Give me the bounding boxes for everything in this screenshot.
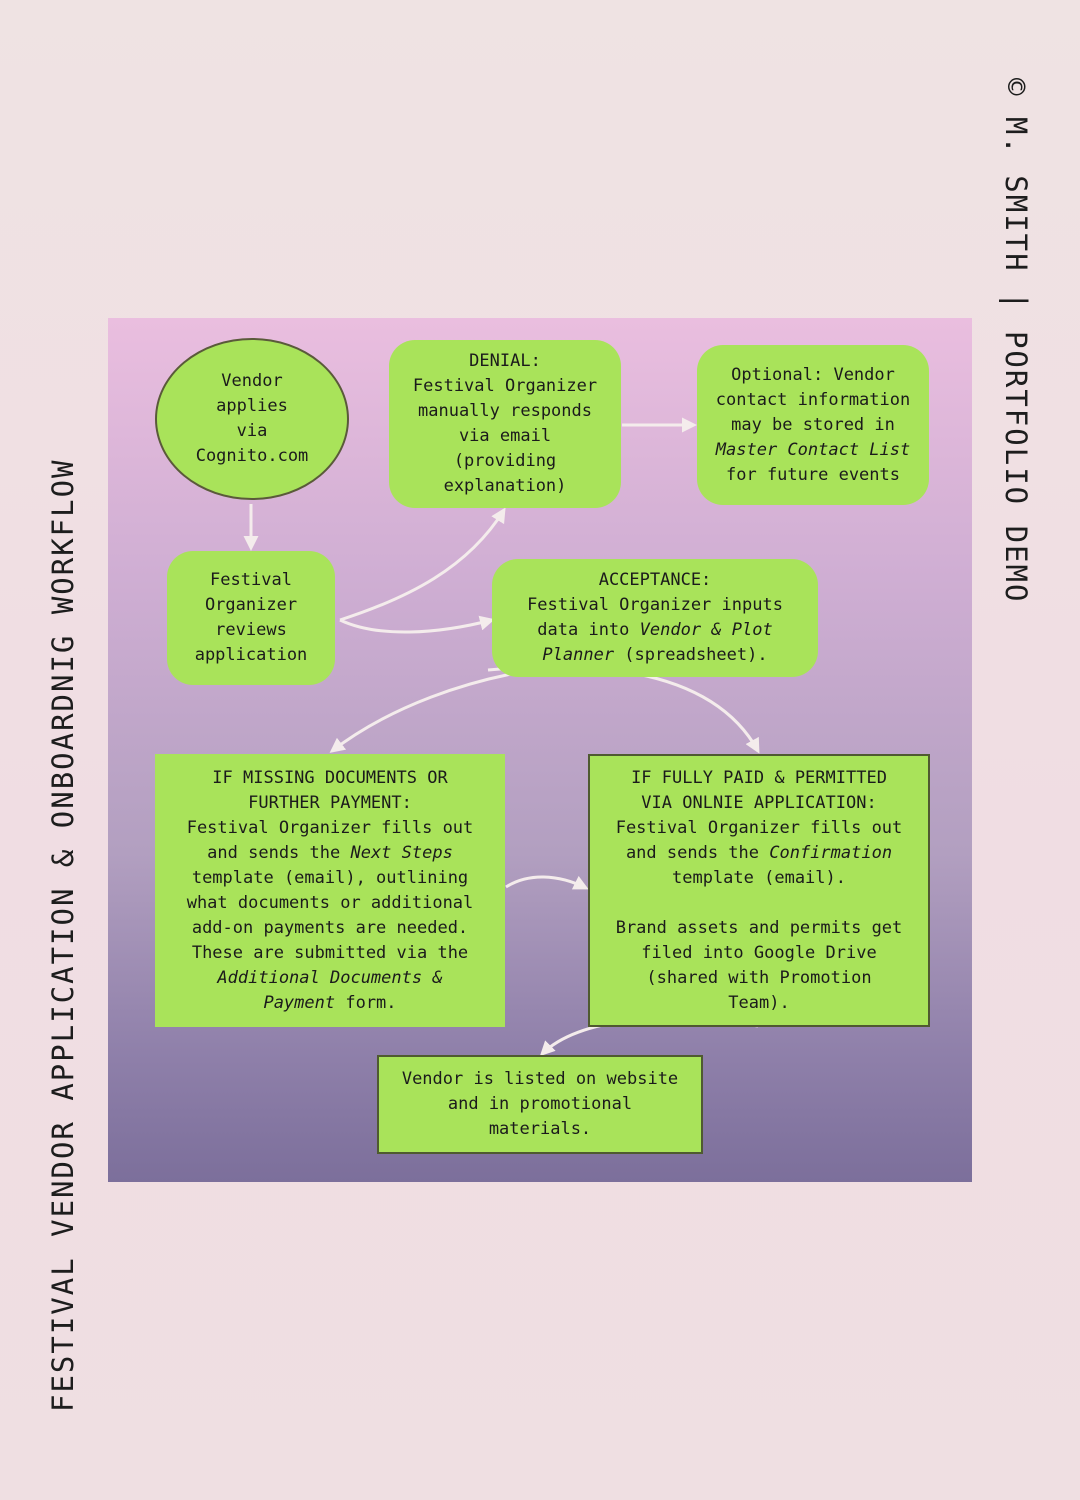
node-vendor-applies: Vendor applies via Cognito.com xyxy=(155,338,349,500)
node-text: reviews xyxy=(215,620,287,640)
node-text: applies xyxy=(216,396,288,416)
node-text: contact information xyxy=(715,389,911,410)
node-vendor-listed: Vendor is listed on website and in promo… xyxy=(377,1055,703,1154)
node-text: Team). xyxy=(728,992,790,1013)
node-fully-paid: IF FULLY PAID & PERMITTED VIA ONLNIE APP… xyxy=(588,754,930,1027)
node-acceptance: ACCEPTANCE: Festival Organizer inputs da… xyxy=(492,559,818,677)
node-text: materials. xyxy=(488,1119,592,1139)
node-text: Festival Organizer fills out xyxy=(186,817,474,838)
node-text: Vendor is listed on website xyxy=(401,1069,679,1089)
node-text: Organizer xyxy=(204,595,298,615)
node-text: and sends the Next Steps xyxy=(207,841,453,866)
credit-text: © M. SMITH | PORTFOLIO DEMO xyxy=(999,78,1033,604)
node-text: template (email), outlining xyxy=(191,867,469,888)
text-fragment: and sends the xyxy=(625,842,770,863)
node-text: Brand assets and permits get xyxy=(615,917,903,938)
node-text: Payment form. xyxy=(263,991,396,1016)
arrow-acceptance-to-missing xyxy=(329,666,549,753)
node-text: Cognito.com xyxy=(195,446,309,466)
node-text: for future events xyxy=(726,464,900,485)
node-text: application xyxy=(194,645,308,665)
node-text: Optional: Vendor xyxy=(731,364,895,385)
additional-documents-label: Additional Documents & xyxy=(217,967,443,988)
node-text: add-on payments are needed. xyxy=(191,917,469,938)
node-text: Festival xyxy=(210,570,292,590)
vendor-plot-planner: Vendor & Plot xyxy=(639,620,773,640)
workflow-title: FESTIVAL VENDOR APPLICATION & ONBOARDNIG… xyxy=(46,458,80,1412)
text-fragment: form. xyxy=(335,992,397,1013)
arrow-review-to-denial xyxy=(339,507,506,622)
node-text: FURTHER PAYMENT: xyxy=(248,792,412,813)
node-text: (shared with Promotion xyxy=(646,967,872,988)
node-text: may be stored in xyxy=(731,414,895,435)
text-fragment: (spreadsheet). xyxy=(614,645,768,665)
node-text: Festival Organizer xyxy=(412,376,598,396)
node-text: Additional Documents & xyxy=(217,966,442,991)
node-organizer-reviews: Festival Organizer reviews application xyxy=(167,551,335,685)
confirmation-label: Confirmation xyxy=(769,842,893,863)
payment-label: Payment xyxy=(263,992,336,1013)
node-text: Planner (spreadsheet). xyxy=(542,643,767,668)
node-denial: DENIAL: Festival Organizer manually resp… xyxy=(389,340,621,508)
arrow-review-to-acceptance xyxy=(339,615,495,634)
next-steps-label: Next Steps xyxy=(350,842,453,863)
node-text: what documents or additional xyxy=(186,892,474,913)
node-text: (providing xyxy=(453,451,557,471)
node-text: template (email). xyxy=(672,867,846,888)
text-fragment: data into xyxy=(537,620,640,640)
text-fragment: and sends the xyxy=(207,842,351,863)
node-text: via xyxy=(236,421,268,441)
node-text: and sends the Confirmation xyxy=(626,841,892,866)
node-text: Festival Organizer inputs xyxy=(527,595,783,615)
node-text: IF MISSING DOCUMENTS OR xyxy=(212,767,448,788)
diagram-panel: Vendor applies via Cognito.com Festival … xyxy=(108,318,972,1182)
node-text: DENIAL: xyxy=(469,351,541,371)
node-missing-documents: IF MISSING DOCUMENTS OR FURTHER PAYMENT:… xyxy=(155,754,505,1027)
arrow-missing-to-paid xyxy=(505,875,589,890)
planner-label: Planner xyxy=(542,645,615,665)
node-text: Festival Organizer fills out xyxy=(615,817,903,838)
node-text: via email xyxy=(458,426,552,446)
node-text: Vendor xyxy=(221,371,283,391)
node-text: VIA ONLNIE APPLICATION: xyxy=(641,792,877,813)
node-text: filed into Google Drive xyxy=(641,942,877,963)
master-contact-list: Master Contact List xyxy=(715,439,911,460)
node-text: and in promotional xyxy=(447,1094,633,1114)
node-text: explanation) xyxy=(443,476,567,496)
node-text: manually responds xyxy=(418,401,592,421)
node-text xyxy=(754,891,764,916)
node-text: These are submitted via the xyxy=(191,942,469,963)
node-text: data into Vendor & Plot xyxy=(537,618,772,643)
node-optional-contact: Optional: Vendor contact information may… xyxy=(697,345,929,505)
node-text: ACCEPTANCE: xyxy=(598,570,712,590)
arrow-acceptance-to-paid xyxy=(487,665,760,754)
node-text: Master Contact List xyxy=(716,438,910,463)
node-text: IF FULLY PAID & PERMITTED xyxy=(631,767,887,788)
